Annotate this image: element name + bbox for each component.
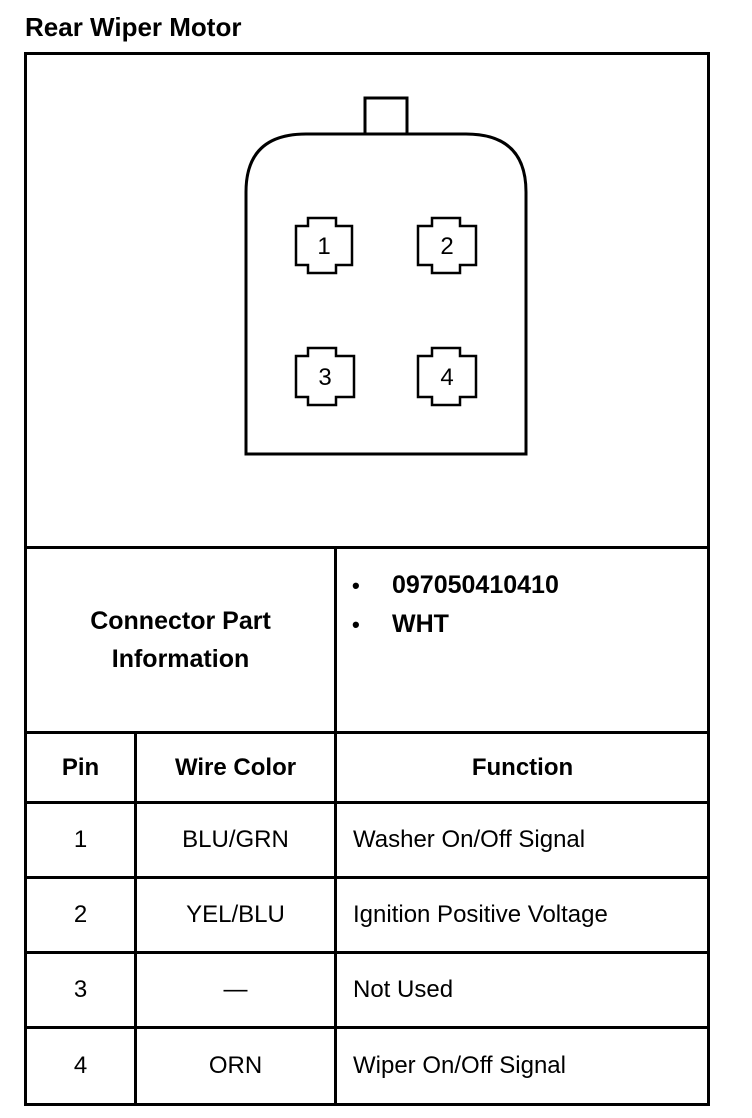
divider	[134, 731, 137, 1106]
connector-housing	[244, 132, 528, 456]
divider	[24, 546, 710, 549]
header-wire-color: Wire Color	[174, 753, 297, 781]
table-row-3-wire-color: —	[223, 976, 248, 1003]
table-row-2-function: Ignition Positive Voltage	[353, 901, 608, 928]
table-row-3-pin: 3	[73, 976, 88, 1003]
connector-pin-2: 2	[416, 216, 478, 275]
page-title: Rear Wiper Motor	[25, 12, 242, 42]
divider	[24, 951, 710, 954]
divider	[24, 1026, 710, 1029]
header-function: Function	[471, 753, 574, 781]
table-row-2-pin: 2	[73, 901, 88, 928]
header-pin: Pin	[61, 753, 100, 781]
list-item: • 097050410410	[352, 566, 708, 605]
connector-pin-4: 4	[416, 346, 478, 407]
list-item: • WHT	[352, 605, 708, 644]
table-row-3-function: Not Used	[353, 976, 454, 1003]
connector-face-diagram: 1 2 3 4	[244, 96, 528, 456]
part-info-label: Connector Part Information	[90, 607, 271, 673]
part-number: 097050410410	[392, 571, 559, 599]
connector-info-table	[24, 52, 710, 1106]
bullet-icon: •	[352, 573, 360, 598]
connector-pin-1: 1	[294, 216, 354, 275]
divider	[24, 801, 710, 804]
pin-3-label: 3	[318, 364, 331, 391]
part-info-list: • 097050410410 • WHT	[352, 566, 708, 644]
pin-2-label: 2	[440, 233, 453, 260]
part-info-values: • 097050410410 • WHT	[336, 550, 708, 732]
table-row-1-wire-color: BLU/GRN	[182, 826, 289, 853]
connector-pin-3: 3	[294, 346, 356, 407]
connector-latch	[363, 96, 409, 136]
table-row-4-pin: 4	[73, 1052, 88, 1079]
table-row-4-function: Wiper On/Off Signal	[353, 1052, 566, 1079]
table-row-1-pin: 1	[73, 826, 88, 853]
pin-1-label: 1	[317, 233, 330, 260]
connector-color: WHT	[392, 610, 449, 638]
bullet-icon: •	[352, 612, 360, 637]
divider	[334, 546, 337, 1106]
table-row-4-wire-color: ORN	[208, 1052, 263, 1079]
table-row-1-function: Washer On/Off Signal	[353, 826, 586, 853]
divider	[24, 731, 710, 734]
table-row-2-wire-color: YEL/BLU	[186, 901, 285, 928]
divider	[24, 876, 710, 879]
pin-4-label: 4	[440, 364, 453, 391]
